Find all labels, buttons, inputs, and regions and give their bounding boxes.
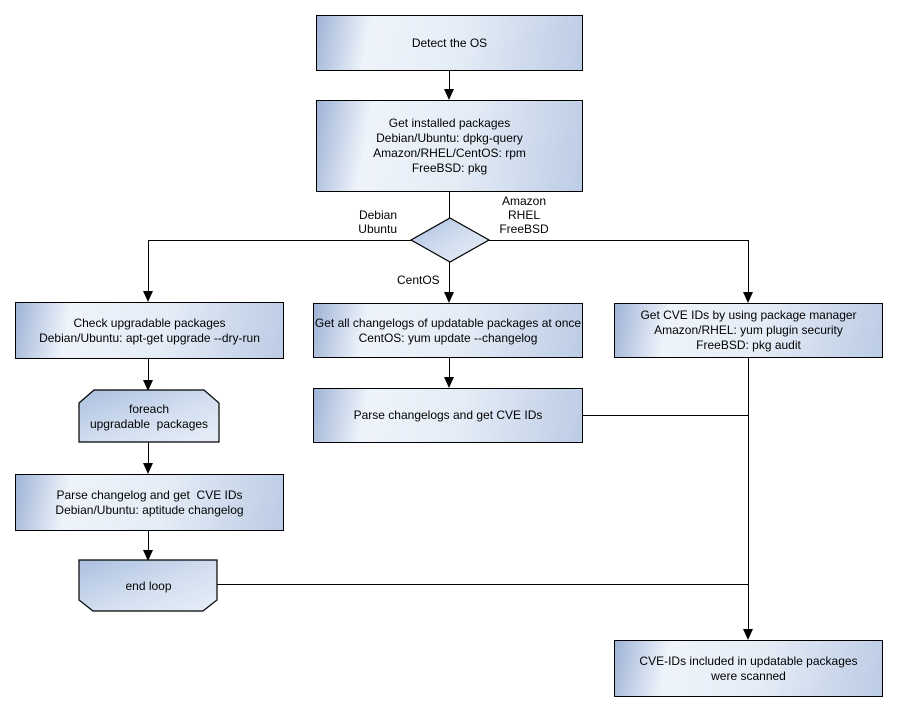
text-line: Debian (358, 208, 397, 222)
connector-check-to-foreach (148, 359, 149, 380)
text-line: Amazon/RHEL/CentOS: rpm (373, 146, 526, 160)
text-line: Debian/Ubuntu: apt-get upgrade --dry-run (39, 330, 260, 345)
text-line: Amazon/RHEL: yum plugin security (654, 323, 843, 337)
text-line: FreeBSD (499, 222, 549, 236)
connector-decision-right-branch (489, 240, 748, 241)
end-loop-shape (78, 559, 218, 612)
text-line: Debian/Ubuntu: dpkg-query (376, 131, 523, 145)
text-line: Detect the OS (411, 35, 488, 50)
arrowhead-down-icon (143, 463, 153, 474)
text-line: Amazon (501, 194, 547, 208)
arrowhead-down-icon (444, 89, 454, 100)
connector-right-branch-down (748, 240, 749, 292)
connector-right-to-result (748, 358, 749, 629)
arrowhead-down-icon (743, 629, 753, 640)
connector-left-branch-down (148, 240, 149, 291)
text-line: upgradable packages (89, 416, 209, 431)
arrowhead-down-icon (143, 291, 153, 302)
arrowhead-down-icon (143, 380, 153, 391)
flowchart-node-end-loop-label: end loop (80, 561, 217, 611)
edge-label-centos: CentOS (397, 273, 440, 287)
text-line: Get installed packages (388, 116, 511, 130)
text-line: end loop (125, 578, 172, 593)
connector-endloop-join (217, 584, 748, 585)
decision-diamond (409, 217, 491, 263)
text-line: were scanned (711, 668, 786, 683)
text-line: Parse changelogs and get CVE IDs (353, 408, 543, 422)
text-line: Debian/Ubuntu: aptitude changelog (55, 502, 244, 517)
arrowhead-down-icon (743, 292, 753, 303)
arrowhead-down-icon (444, 377, 454, 388)
connector-decision-centos-down (449, 262, 450, 292)
text-line: FreeBSD: pkg audit (696, 338, 801, 352)
text-line: Get all changelogs of updatable packages… (314, 315, 582, 330)
text-line: Ubuntu (358, 222, 397, 236)
text-line: Get CVE IDs by using package manager (640, 308, 857, 322)
connector-changelogs-to-parse (449, 358, 450, 377)
arrowhead-down-icon (444, 292, 454, 303)
connector-installed-to-decision (449, 192, 450, 218)
connector-foreach-to-parse (148, 442, 149, 463)
connector-detect-to-installed (449, 71, 450, 89)
flowchart-node-detect-os: Detect the OS (316, 15, 583, 71)
text-line: foreach (128, 401, 170, 416)
arrowhead-down-icon (143, 550, 153, 561)
text-line: Parse changelog and get CVE IDs (56, 487, 243, 502)
text-line: RHEL (507, 208, 540, 222)
text-line: FreeBSD: pkg (411, 161, 488, 175)
text-line: CentOS: yum update --changelog (358, 330, 538, 345)
text-line: Check upgradable packages (73, 315, 226, 330)
foreach-loop-shape (78, 389, 220, 443)
flowchart-node-parse-changelogs: Parse changelogs and get CVE IDs (313, 388, 583, 443)
connector-decision-left-branch (148, 240, 411, 241)
connector-parsechangelogs-join (583, 415, 748, 416)
connector-parse-to-endloop (148, 531, 149, 550)
text-line: CVE-IDs included in updatable packages (639, 653, 858, 668)
flowchart-node-get-changelogs-once: Get all changelogs of updatable packages… (313, 303, 583, 358)
